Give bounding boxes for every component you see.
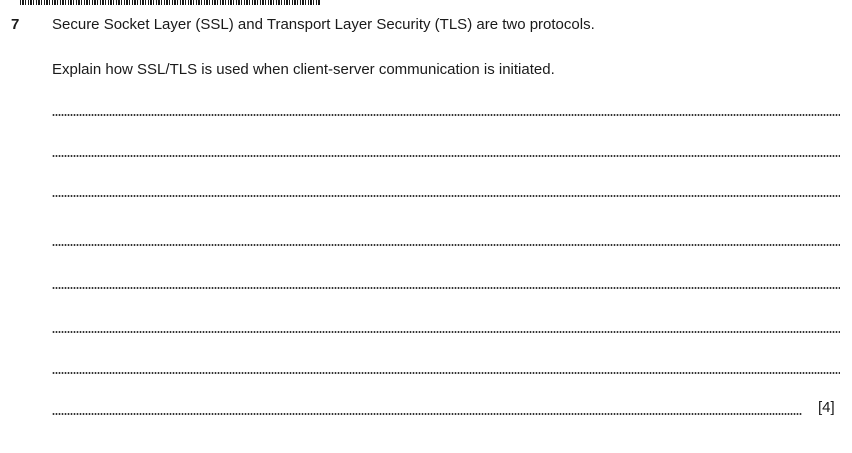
- question-number: 7: [11, 16, 20, 33]
- answer-line-4[interactable]: [52, 244, 840, 246]
- answer-line-6[interactable]: [52, 331, 840, 333]
- answer-line-8[interactable]: [52, 413, 802, 415]
- answer-line-5[interactable]: [52, 287, 840, 289]
- question-prompt: Explain how SSL/TLS is used when client-…: [52, 61, 555, 78]
- answer-line-2[interactable]: [52, 155, 840, 157]
- question-text: Secure Socket Layer (SSL) and Transport …: [52, 16, 595, 33]
- answer-area: [52, 0, 842, 453]
- answer-line-3[interactable]: [52, 195, 840, 197]
- answer-line-7[interactable]: [52, 372, 840, 374]
- barcode: [20, 0, 320, 5]
- marks-indicator: [4]: [818, 399, 835, 416]
- answer-line-1[interactable]: [52, 114, 840, 116]
